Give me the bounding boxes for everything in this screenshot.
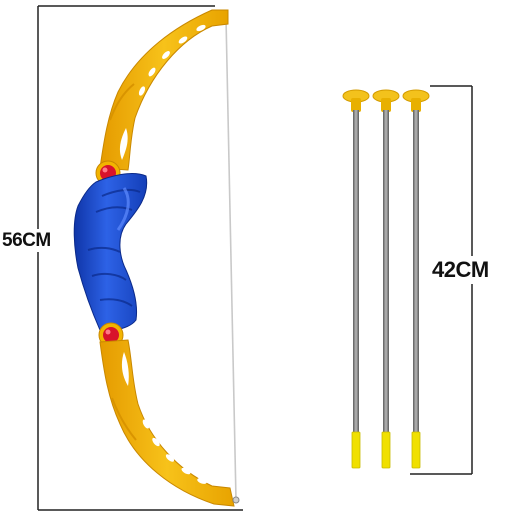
bowstring — [225, 17, 237, 501]
arrow-illustration-3 — [402, 89, 430, 469]
bow-illustration — [73, 9, 240, 507]
arrow-length-label: 42CM — [432, 256, 489, 284]
bow-dimension-bracket — [37, 5, 243, 511]
bow-upper-limb — [99, 9, 229, 171]
arrow-illustration-1 — [342, 89, 370, 469]
arrow-illustration-2 — [372, 89, 400, 469]
bow-length-label: 56CM — [2, 229, 51, 252]
upper-limb-cutouts — [119, 24, 206, 160]
lower-limb-cutouts — [121, 352, 207, 484]
bow-grip — [73, 173, 148, 331]
grip-ridges — [87, 188, 141, 307]
bow-lower-limb — [99, 339, 235, 507]
